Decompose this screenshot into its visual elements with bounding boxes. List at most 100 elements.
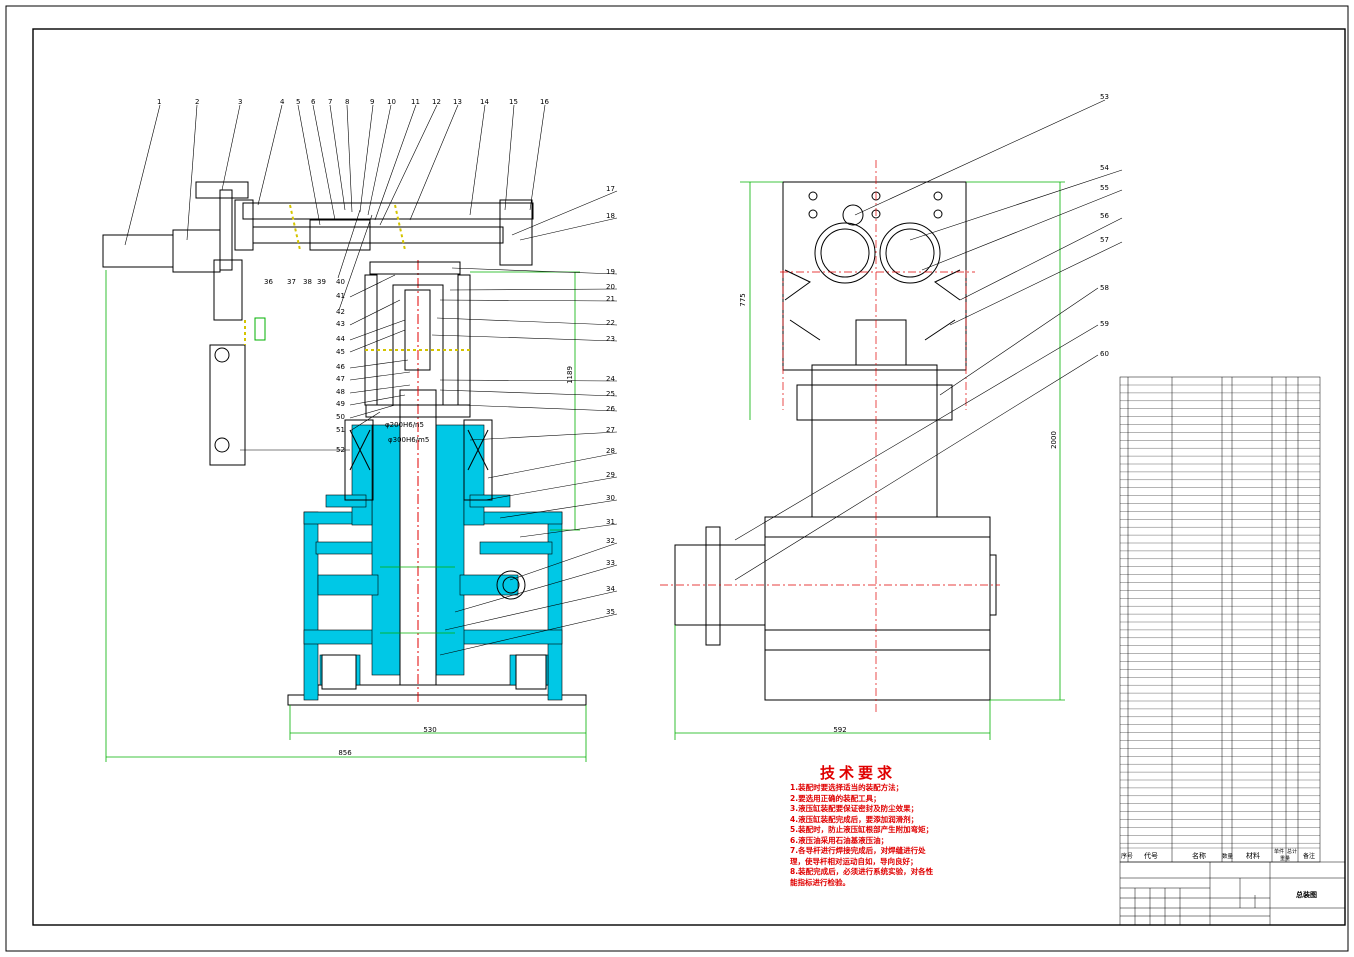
requirement-line: 4.液压缸装配完成后，要添加润滑剂； bbox=[790, 814, 919, 824]
balloons-side: 53 54 55 56 57 58 59 60 bbox=[1100, 93, 1109, 358]
balloon: 28 bbox=[606, 447, 615, 455]
balloon: 50 bbox=[336, 413, 345, 421]
dim-1189: 1189 bbox=[566, 366, 574, 384]
requirement-line: 2.要选用正确的装配工具； bbox=[790, 793, 881, 803]
balloon: 12 bbox=[432, 98, 441, 106]
bom-header: 序号 代号 名称 数量 材料 单件 总计 重量 备注 bbox=[1121, 848, 1315, 862]
balloon: 8 bbox=[345, 98, 349, 106]
bom-h-seq: 序号 bbox=[1121, 852, 1133, 860]
balloon: 25 bbox=[606, 390, 615, 398]
leader-lines-front bbox=[124, 104, 618, 656]
bom-h-code: 代号 bbox=[1144, 851, 1158, 860]
balloon: 6 bbox=[311, 98, 316, 106]
fit-200: φ200H6/n5 bbox=[385, 421, 424, 429]
balloon: 24 bbox=[606, 375, 615, 383]
front-view bbox=[102, 181, 587, 706]
balloon: 16 bbox=[540, 98, 549, 106]
balloon: 17 bbox=[606, 185, 615, 193]
balloon: 45 bbox=[336, 348, 345, 356]
balloon: 11 bbox=[411, 98, 420, 106]
balloon: 38 bbox=[303, 278, 312, 286]
balloon: 40 bbox=[336, 278, 345, 286]
technical-requirements-title: 技术要求 bbox=[820, 764, 897, 782]
balloon: 14 bbox=[480, 98, 489, 106]
balloon: 37 bbox=[287, 278, 296, 286]
balloons-bottom-arm: 36 37 38 39 40 bbox=[264, 278, 345, 286]
balloon: 19 bbox=[606, 268, 615, 276]
balloon: 27 bbox=[606, 426, 615, 434]
balloon: 54 bbox=[1100, 164, 1109, 172]
balloon: 5 bbox=[296, 98, 300, 106]
balloon: 35 bbox=[606, 608, 615, 616]
balloons-left-col: 41 42 43 44 45 46 47 48 49 50 51 52 bbox=[336, 292, 345, 454]
balloon: 18 bbox=[606, 212, 615, 220]
balloon: 57 bbox=[1100, 236, 1109, 244]
balloon: 1 bbox=[157, 98, 161, 106]
bom-h-unit: 单件 bbox=[1274, 848, 1284, 855]
side-view-dims bbox=[674, 181, 1065, 740]
balloon: 29 bbox=[606, 471, 615, 479]
balloon: 48 bbox=[336, 388, 345, 396]
side-view bbox=[674, 181, 997, 701]
dim-530: 530 bbox=[423, 726, 436, 734]
bill-of-materials bbox=[1119, 376, 1321, 863]
bom-h-name: 名称 bbox=[1192, 851, 1206, 860]
requirement-line: 8.装配完成后，必须进行系统实验，对各性 bbox=[790, 867, 934, 876]
balloon: 42 bbox=[336, 308, 345, 316]
requirement-line: 理，使导杆相对运动自如，导向良好； bbox=[790, 856, 918, 866]
bom-h-remark: 备注 bbox=[1303, 852, 1315, 860]
balloon: 4 bbox=[280, 98, 285, 106]
balloon: 55 bbox=[1100, 184, 1109, 192]
bom-h-weight: 重量 bbox=[1280, 855, 1290, 862]
balloon: 51 bbox=[336, 426, 345, 434]
balloon: 15 bbox=[509, 98, 518, 106]
dim-592: 592 bbox=[833, 726, 846, 734]
yellow-dashes bbox=[244, 204, 470, 351]
dim-775: 775 bbox=[739, 293, 747, 306]
balloon: 2 bbox=[195, 98, 199, 106]
front-dimension-texts: 530 856 1189 φ200H6/n5 φ300H6/m5 bbox=[338, 366, 574, 757]
requirement-line: 1.装配时要选择适当的装配方法； bbox=[790, 783, 904, 792]
dim-2000: 2000 bbox=[1050, 431, 1058, 449]
balloon: 36 bbox=[264, 278, 273, 286]
balloon: 34 bbox=[606, 585, 615, 593]
balloon: 26 bbox=[606, 405, 615, 413]
balloon: 56 bbox=[1100, 212, 1109, 220]
balloon: 10 bbox=[387, 98, 396, 106]
balloon: 13 bbox=[453, 98, 462, 106]
bom-h-material: 材料 bbox=[1246, 851, 1260, 860]
balloon: 9 bbox=[370, 98, 374, 106]
balloon: 49 bbox=[336, 400, 345, 408]
technical-requirements: 技术要求 1.装配时要选择适当的装配方法； 2.要选用正确的装配工具； 3.液压… bbox=[790, 762, 990, 888]
leader-lines-side bbox=[734, 99, 1123, 581]
requirement-line: 7.各导杆进行焊接完成后，对焊缝进行处 bbox=[790, 846, 926, 855]
balloons-top: 1 2 3 4 5 6 7 8 9 10 11 12 13 14 15 16 bbox=[157, 98, 549, 106]
balloon: 58 bbox=[1100, 284, 1109, 292]
requirement-line: 能指标进行检验。 bbox=[790, 877, 850, 887]
balloon: 30 bbox=[606, 494, 615, 502]
balloon: 31 bbox=[606, 518, 615, 526]
balloon: 3 bbox=[238, 98, 242, 106]
balloon: 21 bbox=[606, 295, 615, 303]
balloon: 32 bbox=[606, 537, 615, 545]
balloon: 46 bbox=[336, 363, 345, 371]
balloons-right: 17 18 19 20 21 22 23 24 25 26 27 28 29 3… bbox=[606, 185, 615, 616]
balloon: 44 bbox=[336, 335, 345, 343]
balloon: 60 bbox=[1100, 350, 1109, 358]
requirement-line: 5.装配时，防止液压缸根部产生附加弯矩； bbox=[790, 825, 934, 834]
front-dimensions bbox=[105, 270, 587, 762]
bom-rows bbox=[1120, 384, 1320, 849]
balloon: 23 bbox=[606, 335, 615, 343]
requirement-line: 3.液压缸装配要保证密封及防尘效果； bbox=[790, 804, 919, 813]
inner-border bbox=[32, 28, 1346, 926]
balloon: 22 bbox=[606, 319, 615, 327]
requirement-line: 6.液压油采用石油基液压油； bbox=[790, 835, 889, 845]
balloon: 43 bbox=[336, 320, 345, 328]
title-block bbox=[1119, 861, 1346, 926]
bom-h-qty: 数量 bbox=[1222, 852, 1234, 860]
side-dim-texts: 775 2000 592 bbox=[739, 293, 1058, 734]
side-view-red bbox=[660, 160, 1000, 712]
balloon: 39 bbox=[317, 278, 326, 286]
dim-856: 856 bbox=[338, 749, 352, 757]
fit-300: φ300H6/m5 bbox=[388, 436, 429, 444]
